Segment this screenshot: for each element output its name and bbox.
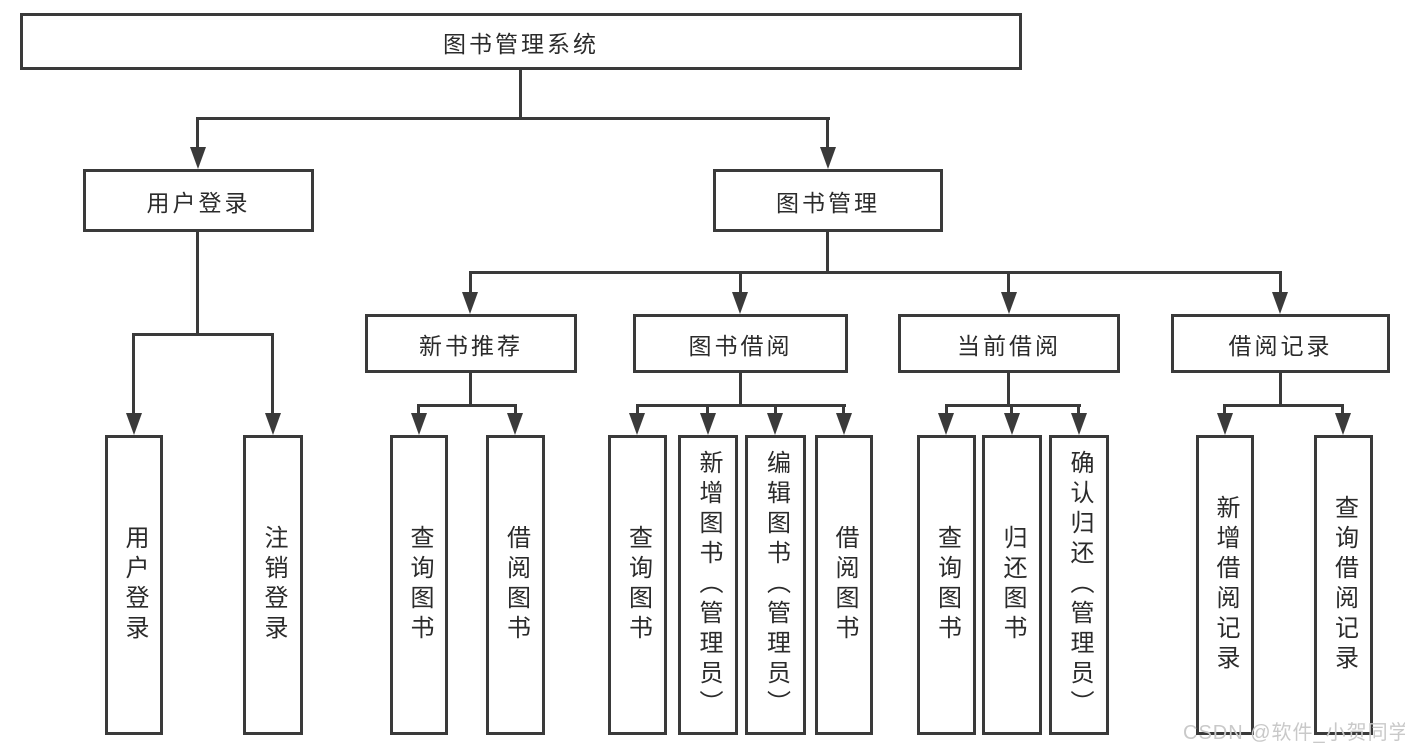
arrowhead-down-icon [462, 292, 478, 314]
arrowhead-down-icon [938, 413, 954, 435]
leaf-add-books-admin: 新增图书（管理员） [678, 435, 738, 735]
node-borrowing-records: 借阅记录 [1171, 314, 1390, 373]
connector-line [945, 404, 1081, 407]
connector-line [706, 404, 709, 416]
leaf-edit-books-admin: 编辑图书（管理员） [745, 435, 806, 735]
connector-line [519, 68, 522, 119]
node-book-borrowing: 图书借阅 [633, 314, 848, 373]
arrowhead-down-icon [629, 413, 645, 435]
leaf-recommend-query-books: 查询图书 [390, 435, 448, 735]
connector-line [1007, 371, 1010, 406]
leaf-add-borrow-record: 新增借阅记录 [1196, 435, 1254, 735]
connector-line [636, 404, 639, 416]
node-user-login-group: 用户登录 [83, 169, 314, 232]
connector-line [1279, 371, 1282, 406]
connector-line [739, 371, 742, 406]
connector-line [271, 333, 274, 415]
connector-line [514, 404, 517, 416]
connector-line [417, 404, 420, 416]
connector-line [132, 333, 135, 415]
connector-line [826, 230, 829, 274]
leaf-return-books: 归还图书 [982, 435, 1042, 735]
connector-line [418, 404, 517, 407]
arrowhead-down-icon [767, 413, 783, 435]
node-current-borrowing: 当前借阅 [898, 314, 1120, 373]
leaf-logout: 注销登录 [243, 435, 303, 735]
connector-line [196, 117, 830, 120]
arrowhead-down-icon [1217, 413, 1233, 435]
arrowhead-down-icon [507, 413, 523, 435]
connector-line [1223, 404, 1226, 416]
arrowhead-down-icon [836, 413, 852, 435]
connector-line [1224, 404, 1344, 407]
node-new-book-recommend: 新书推荐 [365, 314, 577, 373]
leaf-current-query-books: 查询图书 [917, 435, 976, 735]
leaf-user-login: 用户登录 [105, 435, 163, 735]
arrowhead-down-icon [190, 147, 206, 169]
arrowhead-down-icon [820, 147, 836, 169]
leaf-query-borrow-record: 查询借阅记录 [1314, 435, 1373, 735]
node-book-management: 图书管理 [713, 169, 943, 232]
connector-line [774, 404, 777, 416]
connector-line [739, 271, 742, 295]
leaf-confirm-return-admin: 确认归还（管理员） [1049, 435, 1109, 735]
connector-line [469, 271, 1282, 274]
arrowhead-down-icon [700, 413, 716, 435]
arrowhead-down-icon [1001, 292, 1017, 314]
connector-line [1007, 271, 1010, 295]
arrowhead-down-icon [1071, 413, 1087, 435]
leaf-borrow-books: 借阅图书 [815, 435, 873, 735]
connector-line [945, 404, 948, 416]
connector-line [132, 333, 274, 336]
arrowhead-down-icon [1004, 413, 1020, 435]
arrowhead-down-icon [411, 413, 427, 435]
arrowhead-down-icon [1335, 413, 1351, 435]
connector-line [469, 371, 472, 406]
arrowhead-down-icon [1272, 292, 1288, 314]
arrowhead-down-icon [732, 292, 748, 314]
connector-line [636, 404, 846, 407]
connector-line [1279, 271, 1282, 295]
connector-line [196, 117, 199, 149]
csdn-watermark: CSDN @软件_小贺同学 [1183, 722, 1405, 744]
leaf-borrowing-query-books: 查询图书 [608, 435, 667, 735]
node-root-system: 图书管理系统 [20, 13, 1022, 70]
arrowhead-down-icon [126, 413, 142, 435]
connector-line [1010, 404, 1013, 416]
arrowhead-down-icon [265, 413, 281, 435]
connector-line [469, 271, 472, 295]
connector-line [1341, 404, 1344, 416]
leaf-recommend-borrow-books: 借阅图书 [486, 435, 545, 735]
connector-line [842, 404, 845, 416]
connector-line [196, 230, 199, 336]
connector-line [1077, 404, 1080, 416]
connector-line [826, 117, 829, 149]
